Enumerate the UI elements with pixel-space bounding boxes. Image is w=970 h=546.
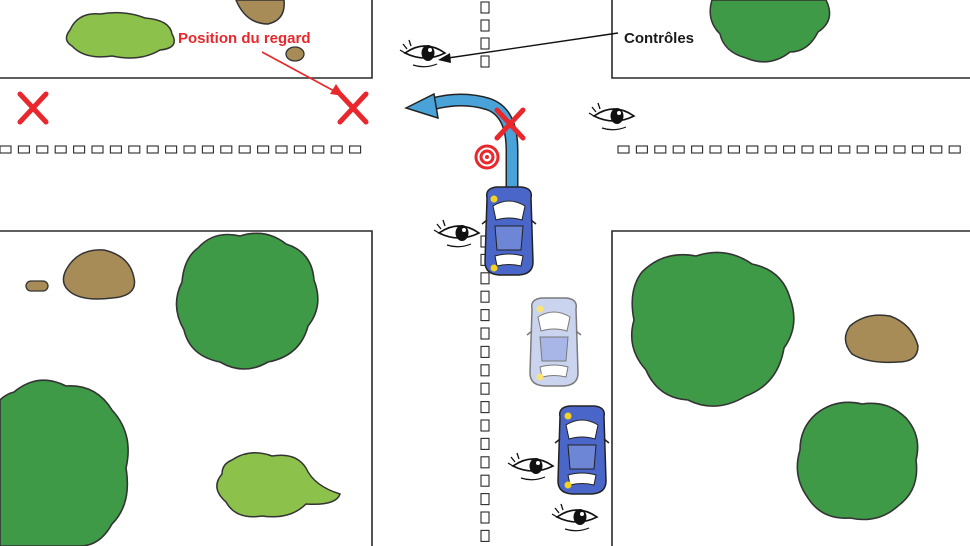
lane-dash: [480, 401, 490, 414]
lane-dash: [257, 145, 270, 154]
lane-dash: [349, 145, 362, 154]
lane-dash: [480, 19, 490, 32]
lane-dash: [480, 272, 490, 285]
rock: [285, 46, 305, 62]
rock: [844, 314, 919, 364]
lane-dash: [480, 382, 490, 395]
lane-dash: [480, 290, 490, 303]
tree: [175, 232, 319, 370]
tree: [630, 251, 795, 407]
lane-dash: [73, 145, 86, 154]
lane-marking-left: [0, 145, 362, 154]
lane-dash: [709, 145, 722, 154]
lane-dash: [54, 145, 67, 154]
lane-dash: [856, 145, 869, 154]
lane-dash: [893, 145, 906, 154]
eye-icon: [433, 219, 480, 248]
lane-dash: [746, 145, 759, 154]
lane-dash: [480, 474, 490, 487]
rock: [62, 249, 136, 300]
bush: [216, 452, 341, 518]
lane-dash: [480, 511, 490, 524]
controls-callout-arrow: [438, 32, 619, 63]
lane-dash: [0, 145, 12, 154]
lane-dash: [480, 1, 490, 14]
tree: [796, 401, 919, 521]
gaze-position-label: Position du regard: [178, 30, 311, 47]
lane-dash: [183, 145, 196, 154]
lane-dash: [330, 145, 343, 154]
lane-dash: [480, 327, 490, 340]
lane-dash: [930, 145, 943, 154]
lane-dash: [293, 145, 306, 154]
lane-dash: [480, 437, 490, 450]
lane-dash: [691, 145, 704, 154]
car-following: [554, 405, 610, 495]
lane-dash: [201, 145, 214, 154]
lane-dash: [617, 145, 630, 154]
lane-dash: [672, 145, 685, 154]
lane-dash: [480, 345, 490, 358]
lane-dash: [480, 37, 490, 50]
turn-left-arrow-icon: [404, 92, 519, 203]
lane-dash: [654, 145, 667, 154]
car-turning: [481, 186, 537, 276]
lane-dash: [238, 145, 251, 154]
eye-icon: [507, 452, 554, 481]
lane-dash: [783, 145, 796, 154]
lane-dash: [480, 309, 490, 322]
lane-marking-right: [617, 145, 961, 154]
lane-dash: [635, 145, 648, 154]
lane-marking-top: [480, 1, 490, 68]
tree: [0, 379, 129, 546]
lane-dash: [128, 145, 141, 154]
lane-dash: [17, 145, 30, 154]
tree: [709, 0, 831, 63]
lane-dash: [146, 145, 159, 154]
lane-dash: [875, 145, 888, 154]
lane-dash: [911, 145, 924, 154]
x-mark-icon: [20, 94, 46, 122]
lane-dash: [764, 145, 777, 154]
rock: [25, 280, 49, 292]
lane-dash: [109, 145, 122, 154]
lane-dash: [480, 493, 490, 506]
eye-icon: [399, 39, 446, 68]
lane-dash: [801, 145, 814, 154]
eye-icon: [588, 102, 635, 131]
vegetation: [0, 0, 919, 546]
eye-icon: [551, 503, 598, 532]
lane-dash: [220, 145, 233, 154]
target-icon: [474, 144, 500, 170]
lane-dash: [727, 145, 740, 154]
lane-dash: [948, 145, 961, 154]
lane-dash: [275, 145, 288, 154]
lane-dash: [312, 145, 325, 154]
lane-dash: [480, 529, 490, 542]
car-ghost: [526, 297, 582, 387]
lane-dash: [819, 145, 832, 154]
gaze-callout-arrow: [261, 51, 344, 96]
x-mark-icon: [340, 94, 366, 122]
lane-dash: [480, 419, 490, 432]
lane-dash: [36, 145, 49, 154]
bush: [65, 11, 175, 59]
lane-dash: [91, 145, 104, 154]
lane-marking-bottom: [480, 235, 490, 542]
lane-dash: [165, 145, 178, 154]
lane-dash: [480, 456, 490, 469]
rock: [235, 0, 285, 25]
lane-dash: [480, 364, 490, 377]
lane-dash: [838, 145, 851, 154]
controls-label: Contrôles: [624, 30, 694, 47]
lane-dash: [480, 55, 490, 68]
